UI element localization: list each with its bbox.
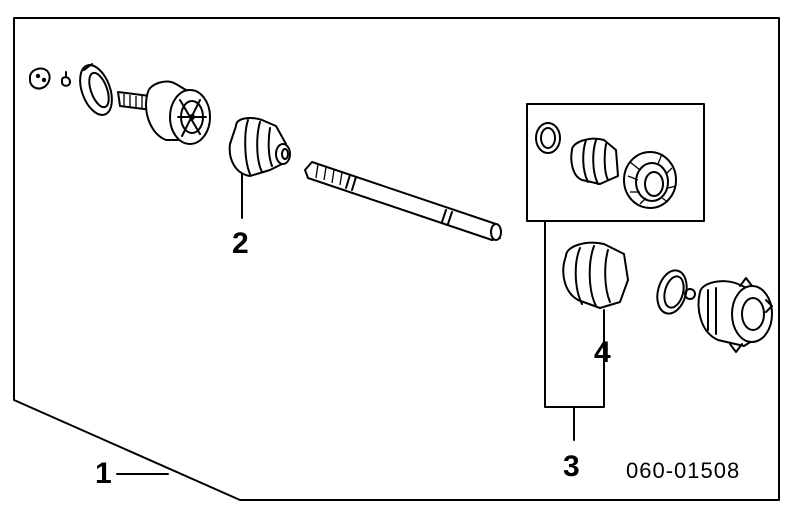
outer-boot-part (228, 117, 291, 177)
retaining-ring-part (79, 63, 113, 116)
inner-cv-housing-part (697, 277, 773, 353)
stopper-clip-part (61, 71, 71, 87)
callout-4: 4 (594, 336, 611, 369)
frame-panel (13, 17, 780, 501)
inner-kit-box (526, 103, 705, 222)
drawing-number: 060-01508 (626, 458, 741, 483)
kit-joint-part (623, 151, 677, 209)
callout-3-bracket (544, 220, 605, 441)
callout-3: 3 (563, 450, 580, 483)
inner-boot-part (562, 241, 629, 309)
kit-band-part (535, 122, 561, 154)
drive-shaft-part (304, 161, 502, 241)
callout-2: 2 (232, 227, 249, 260)
outer-cv-joint-part (117, 80, 211, 145)
callout-1: 1 (95, 457, 112, 490)
circlip-part (29, 67, 51, 90)
kit-boot-part (570, 137, 619, 185)
inner-band-ring-part (656, 269, 696, 315)
